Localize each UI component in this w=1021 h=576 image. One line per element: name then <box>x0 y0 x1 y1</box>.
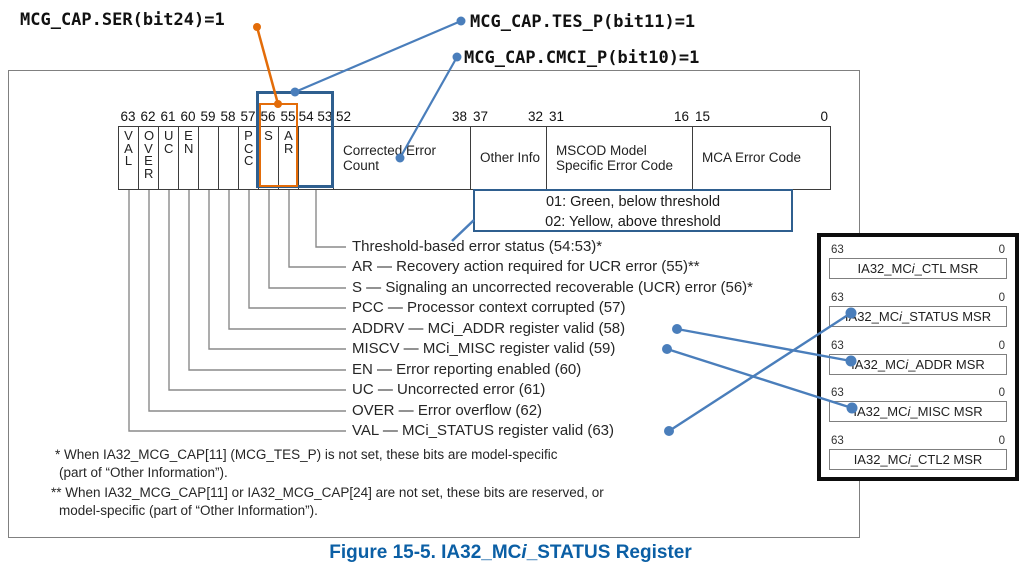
msr-label-i: i <box>899 308 902 324</box>
bit-label: 37 <box>473 109 489 124</box>
ser-annotation: MCG_CAP.SER(bit24)=1 <box>20 10 225 30</box>
msr-label: _CTL2 MSR <box>910 452 983 467</box>
bit-description: AR — Recovery action required for UCR er… <box>352 258 700 275</box>
bit-description: UC — Uncorrected error (61) <box>352 381 546 398</box>
figure-caption: Figure 15-5. IA32_MCi_STATUS Register <box>0 542 1021 564</box>
bit-label: 62 <box>140 109 156 124</box>
register-cell-ar: AR <box>279 127 299 189</box>
register-field-mca-error-code: MCA Error Code <box>702 150 802 166</box>
msr-bit-label: 63 <box>831 435 844 447</box>
msr-bit-label: 0 <box>998 291 1005 304</box>
bit-description: MISCV — MCi_MISC register valid (59) <box>352 340 616 357</box>
register-field-mscod: MSCOD Model Specific Error Code <box>547 127 693 189</box>
bit-label: 52 <box>336 109 352 124</box>
msr-bit-label: 0 <box>998 244 1005 256</box>
msr-label: _CTL MSR <box>914 261 979 276</box>
footnote-line: (part of “Other Information”). <box>59 464 228 480</box>
bit-description: VAL — MCi_STATUS register valid (63) <box>352 422 615 439</box>
msr-bit-label: 0 <box>998 435 1005 447</box>
bit-description: OVER — Error overflow (62) <box>352 402 543 419</box>
footnote-line: ** When IA32_MCG_CAP[11] or IA32_MCG_CAP… <box>51 485 604 500</box>
cmci-annotation: MCG_CAP.CMCI_P(bit10)=1 <box>464 48 700 68</box>
caption-text: Figure 15-5. IA32_MC <box>329 542 522 563</box>
threshold-legend-box: 01: Green, below threshold 02: Yellow, a… <box>473 189 793 232</box>
register-cell-s: S <box>259 127 279 189</box>
bit-label-range: 52 38 <box>333 109 470 126</box>
caption-text: _STATUS Register <box>526 542 692 563</box>
bit-label: 0 <box>820 109 828 124</box>
bit-label: 58 <box>220 109 236 124</box>
register-cell-59 <box>199 127 219 189</box>
bit-description: S — Signaling an uncorrected recoverable… <box>352 279 754 296</box>
bit-label: 60 <box>180 109 196 124</box>
msr-label: IA32_MC <box>851 356 906 372</box>
bit-label-range: 37 32 <box>470 109 546 126</box>
bit-label: 63 <box>120 109 136 124</box>
bit-label: 57 <box>240 109 256 124</box>
msr-label: _MISC MSR <box>910 404 983 420</box>
bit-description: PCC — Processor context corrupted (57) <box>352 299 626 316</box>
msr-bit-label: 0 <box>998 387 1005 400</box>
footnote-line: model-specific (part of “Other Informati… <box>59 502 318 518</box>
footnote-line: * When IA32_MCG_CAP[11] (MCG_TES_P) is n… <box>55 447 558 462</box>
bit-description: Threshold-based error status (54:53)* <box>352 238 603 255</box>
register-bit-labels: 63 62 61 60 59 58 57 56 55 54 53 52 38 3… <box>118 109 831 126</box>
status-register-diagram: VAL OVER UC EN PCC S AR Corrected Error … <box>118 126 831 190</box>
register-cell-val: VAL <box>119 127 139 189</box>
bit-label-range: 15 0 <box>692 109 831 126</box>
caption-i: i <box>521 542 527 563</box>
register-cell-58 <box>219 127 239 189</box>
msr-bit-label: 63 <box>831 291 844 304</box>
bit-label: 55 <box>280 109 296 124</box>
msr-label-i: i <box>905 356 909 372</box>
footnote-1: * When IA32_MCG_CAP[11] (MCG_TES_P) is n… <box>55 446 557 481</box>
threshold-legend-line: 02: Yellow, above threshold <box>545 214 721 230</box>
bit-label: 15 <box>695 109 711 124</box>
ser-highlight-box <box>259 103 298 187</box>
msr-label: IA32_MC <box>853 452 908 467</box>
bit-label: 61 <box>160 109 176 124</box>
bit-description: ADDRV — MCi_ADDR register valid (58) <box>352 320 626 337</box>
register-field-corrected-error-count: Corrected Error Count <box>334 127 471 189</box>
register-cell-uc: UC <box>159 127 179 189</box>
msr-bit-label: 63 <box>831 387 844 400</box>
register-cell-en: EN <box>179 127 199 189</box>
tes-annotation: MCG_CAP.TES_P(bit11)=1 <box>470 12 696 32</box>
msr-label-i: i <box>907 452 911 467</box>
bit-description: EN — Error reporting enabled (60) <box>352 361 582 378</box>
register-field-other-info: Other Info <box>471 127 547 189</box>
bit-label: 32 <box>527 109 543 124</box>
msr-label-i: i <box>907 404 911 420</box>
bit-label: 54 53 <box>298 109 333 124</box>
bit-label: 38 <box>451 109 467 124</box>
bit-label: 31 <box>549 109 565 124</box>
msr-label: IA32_MC <box>853 404 908 420</box>
msr-label: IA32_MC <box>844 308 900 324</box>
threshold-legend-line: 01: Green, below threshold <box>545 194 721 210</box>
bit-label: 16 <box>673 109 689 124</box>
bit-label-range: 31 16 <box>546 109 692 126</box>
footnote-2: ** When IA32_MCG_CAP[11] or IA32_MCG_CAP… <box>51 484 604 519</box>
msr-label-i: i <box>911 261 915 276</box>
bit-label: 59 <box>200 109 216 124</box>
msr-bit-label: 63 <box>831 339 844 352</box>
msr-bit-label: 63 <box>831 244 844 256</box>
register-cell-over: OVER <box>139 127 159 189</box>
msr-label: IA32_MC <box>857 261 912 276</box>
bit-label: 56 <box>260 109 276 124</box>
msr-label: _ADDR MSR <box>908 356 985 372</box>
msr-label: _STATUS MSR <box>902 308 992 324</box>
msr-bit-label: 0 <box>998 339 1005 352</box>
